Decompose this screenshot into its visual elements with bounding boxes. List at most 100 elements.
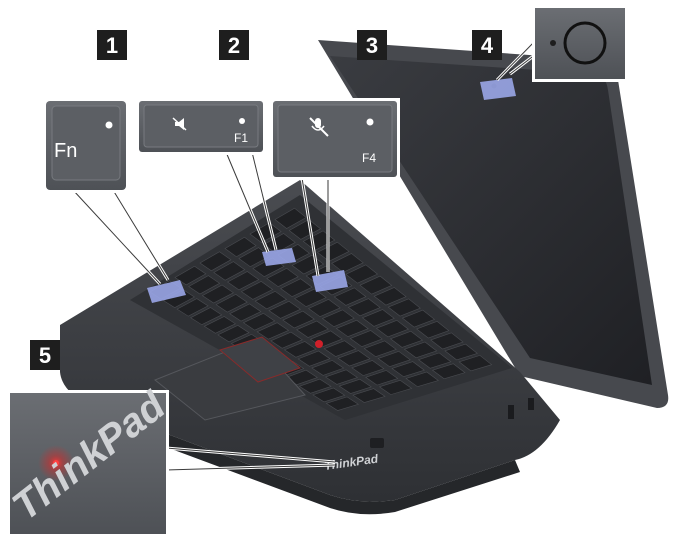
keyboard-key	[224, 236, 257, 258]
keyboard-key	[254, 290, 288, 310]
keyboard-key	[176, 298, 209, 317]
keyboard-key	[345, 264, 379, 284]
f4-key-label: F4	[362, 151, 376, 165]
keyboard-key	[280, 278, 313, 298]
keyboard-key	[403, 341, 438, 359]
keyboard-key	[288, 219, 322, 240]
keyboard-key	[190, 307, 223, 326]
badge-5	[30, 340, 60, 370]
fingerprint-reader	[370, 438, 384, 448]
highlight-f1-key	[262, 248, 296, 266]
badge-3-number: 3	[366, 33, 378, 58]
keyboard-key	[373, 287, 407, 306]
badge-4	[472, 30, 502, 60]
keyboard-key	[378, 379, 413, 395]
camera-lens-icon	[563, 21, 607, 65]
keyboard-key	[188, 275, 221, 295]
keyboard-key	[266, 267, 299, 288]
keyboard-key	[227, 271, 260, 291]
keyboard-key	[335, 319, 369, 338]
keyboard-key	[270, 331, 303, 349]
badge-5-number: 5	[39, 343, 51, 368]
keyboard-keys	[149, 207, 493, 411]
badge-3	[357, 30, 387, 60]
keyboard-key	[363, 340, 397, 358]
camera-indicator	[550, 40, 556, 46]
keyboard-key	[351, 360, 385, 376]
keyboard-key	[431, 363, 466, 380]
keyboard-key	[217, 325, 250, 343]
keyboard-key	[323, 340, 357, 357]
keyboard-key	[296, 320, 329, 338]
keyboard-key	[375, 319, 410, 338]
logo-light	[53, 460, 59, 466]
keyboard-key	[417, 352, 452, 369]
keyboard-key	[311, 360, 345, 376]
keyboard-key	[365, 370, 399, 386]
keyboard-key	[349, 330, 383, 348]
laptop-screen	[330, 56, 652, 385]
badge-4-number: 4	[481, 33, 494, 58]
keyboard-key	[361, 309, 395, 327]
keyboard-key	[215, 294, 248, 313]
keyboard-key	[430, 332, 464, 350]
keyboard-key	[416, 321, 450, 339]
highlight-fn-key	[147, 280, 186, 303]
keyboard-key	[256, 322, 290, 340]
indicator-light	[239, 118, 245, 124]
keyboard-key	[274, 207, 307, 229]
keyboard-key	[324, 369, 359, 385]
keyboard-key	[242, 312, 276, 331]
keyboard-key	[312, 387, 346, 403]
keyboard-key	[325, 396, 360, 411]
trackpad-buttons	[218, 336, 302, 383]
keyboard-key	[213, 261, 246, 281]
keyboard-key	[249, 222, 282, 243]
keyboard-key	[283, 341, 317, 358]
callout-2: F1 2	[136, 30, 266, 155]
keyboard-key	[321, 309, 355, 328]
callout-3: F4 3	[270, 30, 400, 180]
keyboard-key	[458, 355, 493, 372]
keyboard-key	[203, 316, 237, 334]
keyboard-key	[377, 350, 411, 368]
badge-1-number: 1	[106, 33, 118, 58]
side-port	[508, 405, 514, 419]
keyboard-key	[387, 298, 421, 317]
indicator-light	[366, 118, 374, 126]
keyboard-key	[308, 299, 341, 318]
keyboard-key	[263, 233, 296, 254]
badge-2-number: 2	[228, 33, 240, 58]
keyboard-key	[359, 275, 393, 295]
keyboard-key	[389, 330, 424, 348]
keyboard-key	[297, 350, 331, 367]
trackpoint	[315, 340, 323, 348]
callout-1: Fn 1	[43, 30, 129, 193]
keyboard-key	[298, 378, 332, 394]
keyboard-key	[282, 310, 315, 329]
fn-key-label: Fn	[54, 140, 77, 162]
keyboard-key	[337, 350, 371, 367]
keyboard-key	[352, 388, 386, 403]
badge-1	[97, 30, 127, 60]
keyboard-key	[401, 309, 436, 328]
callout-5: ThinkPad 5	[4, 340, 175, 537]
keyboard-key	[294, 288, 327, 308]
f1-key-label: F1	[234, 131, 248, 145]
keyboard-key	[333, 287, 367, 306]
highlight-f4-key	[312, 270, 348, 292]
highlight-camera	[480, 78, 516, 100]
keyboard-key	[391, 361, 425, 378]
keyboard-key	[444, 343, 478, 361]
keyboard-key	[240, 281, 274, 300]
keyboard-key	[229, 303, 262, 322]
keyboard-key	[174, 265, 207, 286]
speaker-mute-icon	[172, 117, 187, 131]
side-port	[528, 398, 534, 410]
keyboard-key	[405, 371, 439, 388]
keyboard-key	[316, 241, 350, 262]
microphone-mute-icon	[309, 117, 329, 137]
badge-2	[219, 30, 249, 60]
keyboard-key	[331, 253, 364, 273]
